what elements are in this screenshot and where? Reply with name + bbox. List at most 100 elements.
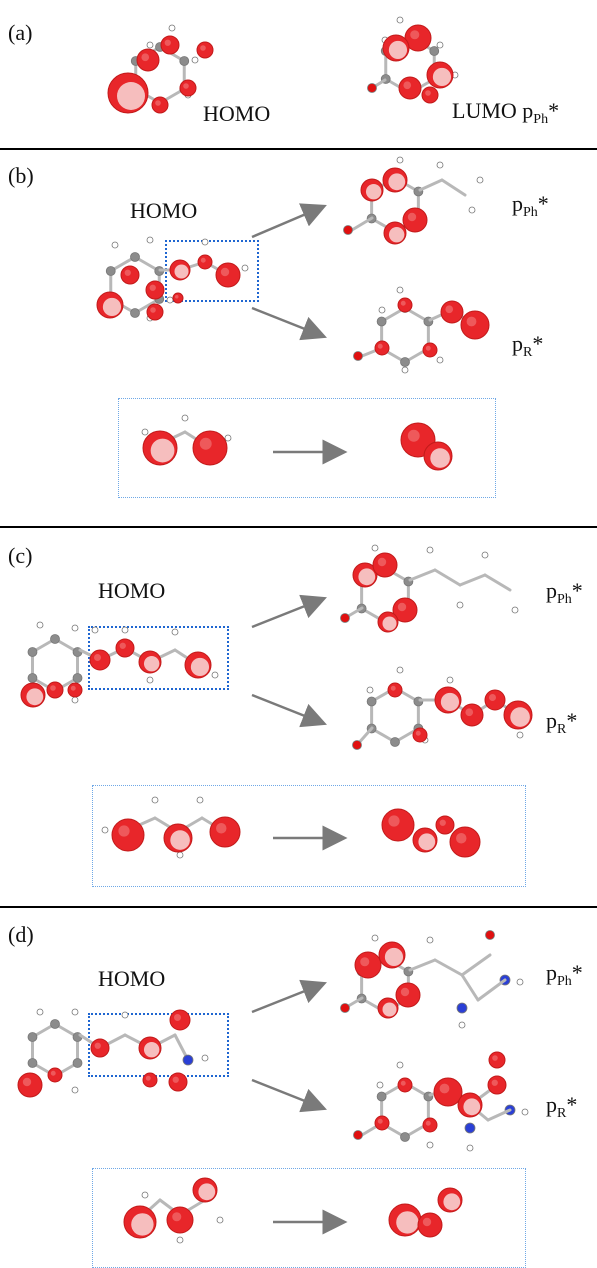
orbital-lobe-light <box>388 173 406 191</box>
separator-bc <box>0 526 597 528</box>
hydrogen-atom <box>436 356 444 364</box>
hydrogen-atom <box>196 796 204 804</box>
bond <box>350 216 374 232</box>
orbital-lobe <box>397 297 413 313</box>
hydrogen-atom <box>146 676 154 684</box>
carbon-atom <box>376 1091 387 1102</box>
orbital-lobe-light <box>131 1213 154 1236</box>
orbital-lobe <box>484 689 506 711</box>
orbital-lobe <box>67 682 83 698</box>
bond <box>476 978 507 1002</box>
panel-d-arrow-to-pr <box>251 1078 327 1113</box>
hydrogen-atom <box>436 41 444 49</box>
orbital-lobe <box>433 1077 463 1107</box>
panel-d-label: (d) <box>8 922 34 947</box>
orbital-lobe <box>115 638 135 658</box>
carbon-atom <box>130 308 140 318</box>
panel-c-homo-highlight-box <box>88 626 229 690</box>
panel-d-pr-p: p <box>546 1092 557 1117</box>
hydrogen-atom <box>366 686 374 694</box>
orbital-lobe <box>47 1067 63 1083</box>
hydrogen-atom <box>396 666 404 674</box>
orbital-lobe-shine <box>216 823 227 834</box>
panel-b-fragment-box <box>118 398 496 498</box>
orbital-lobe <box>111 818 145 852</box>
hydrogen-atom <box>371 544 379 552</box>
panel-a-label: (a) <box>8 20 33 45</box>
panel-d-pph-p: p <box>546 960 557 985</box>
orbital-lobe-shine <box>174 1014 181 1021</box>
orbital-lobe-shine <box>422 1217 432 1227</box>
orbital-lobe-shine <box>439 819 446 826</box>
panel-b-homo-label: HOMO <box>130 198 198 223</box>
orbital-lobe <box>172 292 184 304</box>
carbon-atom <box>376 316 387 327</box>
orbital-lobe <box>440 300 464 324</box>
orbital-lobe-light <box>443 1193 461 1211</box>
orbital-lobe-shine <box>400 987 410 997</box>
orbital-lobe-light <box>382 1002 397 1017</box>
orbital-lobe <box>169 1009 191 1031</box>
orbital-lobe <box>146 303 164 321</box>
hydrogen-atom <box>446 676 454 684</box>
orbital-lobe-light <box>170 830 190 850</box>
orbital-lobe <box>151 96 169 114</box>
orbital-lobe-shine <box>94 1042 101 1049</box>
orbital-lobe-light <box>440 692 460 712</box>
orbital-lobe-shine <box>465 708 474 717</box>
orbital-lobe-light <box>143 1041 160 1058</box>
orbital-lobe-shine <box>407 429 420 442</box>
hydrogen-atom <box>466 1144 474 1152</box>
bond <box>408 958 437 972</box>
panel-d-pph-sub: Ph <box>557 974 572 989</box>
oxygen-atom <box>340 1003 350 1013</box>
orbital-lobe-light <box>174 264 189 279</box>
carbon-atom <box>130 252 140 262</box>
panel-c-fragment-box <box>92 785 526 887</box>
orbital-lobe <box>421 86 439 104</box>
orbital-lobe-light <box>388 226 405 243</box>
orbital-lobe-shine <box>118 825 130 837</box>
orbital-lobe-shine <box>388 815 400 827</box>
hydrogen-atom <box>101 826 109 834</box>
orbital-lobe-light <box>432 67 452 87</box>
orbital-lobe <box>395 982 421 1008</box>
orbital-lobe <box>435 815 455 835</box>
hydrogen-atom <box>521 1108 529 1116</box>
hydrogen-atom <box>71 624 79 632</box>
orbital-lobe <box>179 79 197 97</box>
orbital-lobe-shine <box>425 1120 431 1126</box>
panel-b-pr-label: pR* <box>512 333 543 360</box>
bond <box>433 958 464 977</box>
bond <box>408 568 437 582</box>
orbital-lobe-shine <box>172 1076 179 1083</box>
bond <box>483 573 512 592</box>
orbital-lobe <box>168 1072 188 1092</box>
orbital-lobe-shine <box>141 53 150 62</box>
panel-b-arrow-to-pph <box>251 203 327 239</box>
panel-d-pr-label: pR* <box>546 1094 577 1121</box>
carbon-atom <box>429 46 440 56</box>
hydrogen-atom <box>121 1011 129 1019</box>
orbital-lobe-shine <box>403 81 412 90</box>
orbital-lobe <box>449 826 481 858</box>
panel-c-pph-sub: Ph <box>557 592 572 607</box>
hydrogen-atom <box>371 934 379 942</box>
orbital-lobe <box>120 265 140 285</box>
orbital-lobe-light <box>384 947 404 967</box>
orbital-lobe <box>192 430 228 466</box>
orbital-lobe-shine <box>199 437 212 450</box>
orbital-lobe-shine <box>172 1212 182 1222</box>
orbital-lobe-light <box>150 438 175 463</box>
orbital-lobe <box>422 1117 438 1133</box>
panel-d-pr-star: * <box>566 1092 578 1117</box>
hydrogen-atom <box>224 434 232 442</box>
carbon-atom <box>50 634 60 644</box>
orbital-lobe-shine <box>124 269 131 276</box>
hydrogen-atom <box>146 41 154 49</box>
orbital-lobe-shine <box>439 1083 450 1094</box>
orbital-lobe-light <box>198 1183 216 1201</box>
panel-c-pph-label: pPh* <box>546 580 583 607</box>
panel-d-pph-star: * <box>571 960 583 985</box>
